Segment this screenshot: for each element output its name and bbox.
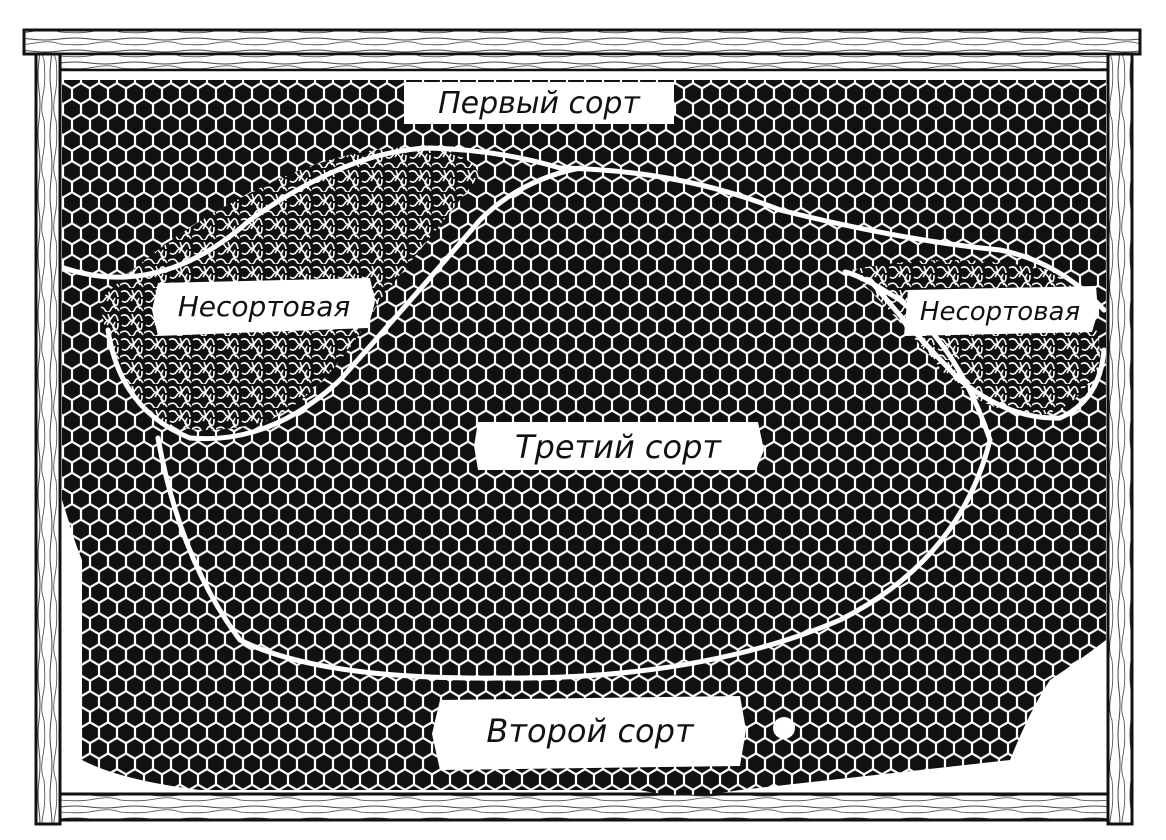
empty-lower-left-corner — [62, 500, 82, 790]
label-second-grade: Второй сорт — [432, 696, 746, 770]
label-ungraded-left-text: Несортовая — [178, 290, 351, 323]
label-first-grade-text: Первый сорт — [438, 86, 641, 121]
label-third-grade-text: Третий сорт — [515, 428, 722, 466]
frame-right-bar — [1106, 52, 1134, 826]
ungraded-left-boundary — [105, 165, 583, 442]
label-ungraded-left: Несортовая — [152, 278, 375, 336]
frame-top-bar — [22, 28, 1142, 72]
open-cell-marker — [773, 717, 795, 739]
label-first-grade: Первый сорт — [404, 82, 674, 124]
empty-lower-right-corner — [1010, 650, 1106, 770]
label-second-grade-text: Второй сорт — [486, 712, 695, 750]
label-third-grade: Третий сорт — [474, 422, 764, 470]
label-ungraded-right: Несортовая — [904, 286, 1098, 336]
frame-left-bar — [34, 52, 62, 826]
third-grade-boundary — [155, 269, 993, 681]
first-grade-boundary — [61, 145, 1107, 313]
frame-bottom-bar — [58, 792, 1110, 822]
label-ungraded-right-text: Несортовая — [920, 297, 1080, 327]
